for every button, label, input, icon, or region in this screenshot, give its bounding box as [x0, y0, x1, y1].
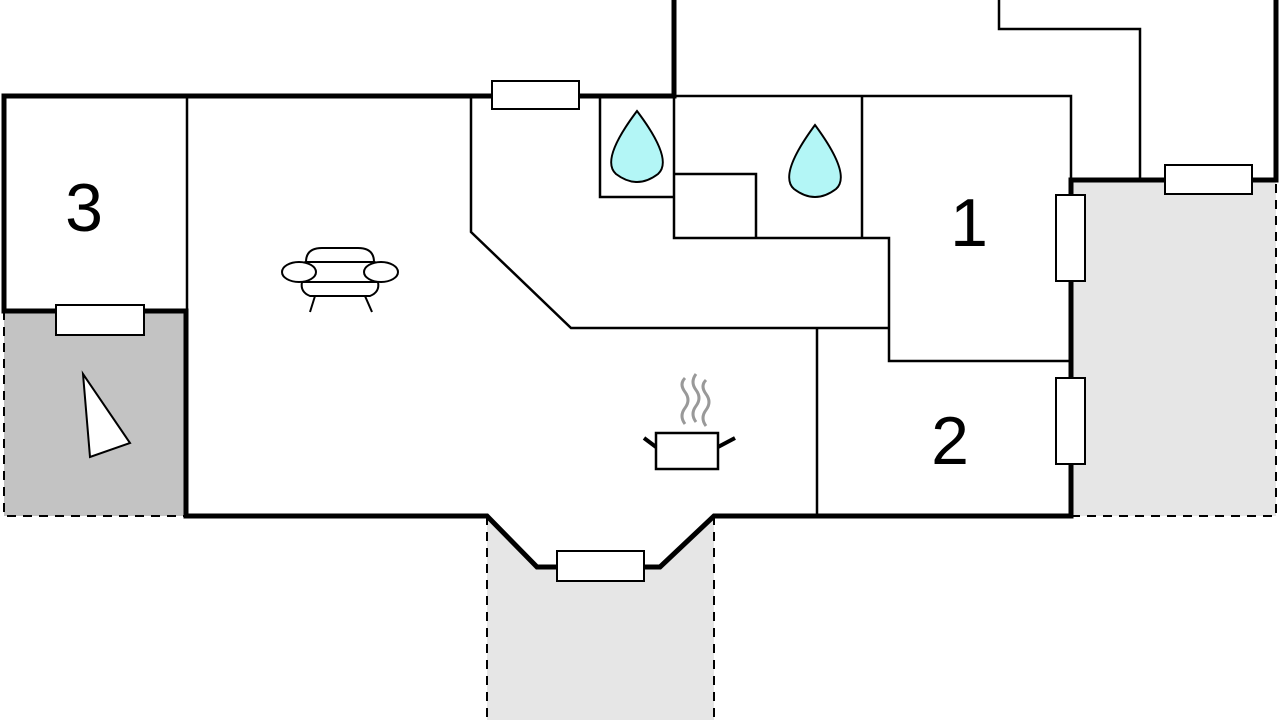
room-1-label: 1	[950, 185, 988, 261]
outdoor-borders	[3, 180, 1277, 720]
window	[491, 80, 580, 110]
windows	[55, 80, 1253, 582]
interior-walls	[185, 0, 1142, 516]
window	[1055, 194, 1086, 282]
window	[1055, 377, 1086, 465]
sofa-icon	[281, 247, 399, 313]
room-3-label: 3	[65, 170, 103, 246]
window	[1164, 164, 1253, 195]
cooking-pot-icon	[642, 373, 736, 471]
window	[55, 304, 145, 336]
room-2-label: 2	[931, 403, 969, 479]
north-arrow-icon	[81, 370, 132, 459]
terrace-right	[1071, 180, 1276, 516]
water-drop-icon	[788, 123, 842, 198]
water-drop-icon	[610, 109, 664, 183]
window	[556, 550, 645, 582]
